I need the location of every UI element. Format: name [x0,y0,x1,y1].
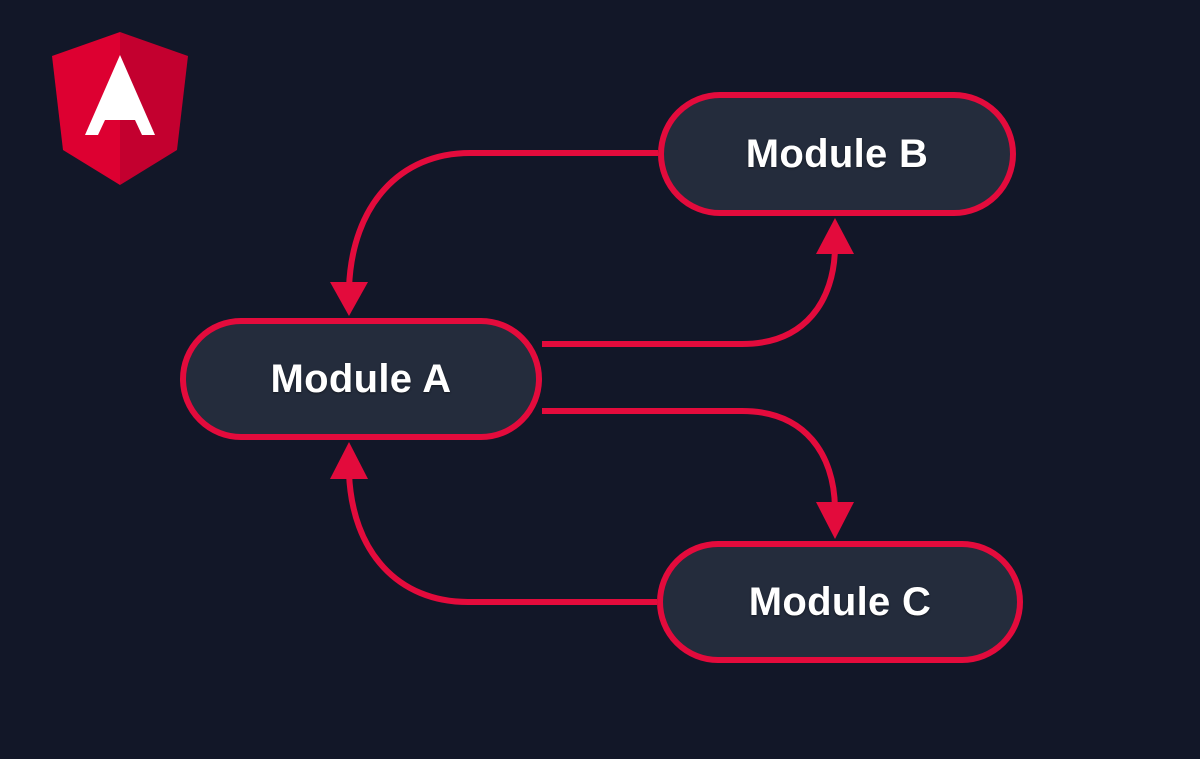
arrowhead-edge-a-to-b [816,218,854,254]
arrowheads-layer [330,218,854,539]
angular-letter-a [85,55,155,135]
arrowhead-edge-a-to-c [816,502,854,539]
nodes-layer [180,92,1023,663]
angular-logo [48,30,192,192]
edges-layer [346,150,838,605]
edge-module-a-to-module-b [542,247,838,347]
arrowhead-edge-c-to-a [330,442,368,479]
node-module-b[interactable] [658,92,1016,216]
edge-module-b-to-module-a [346,150,658,289]
arrowhead-edge-b-to-a [330,282,368,316]
node-module-a[interactable] [180,318,542,440]
edge-module-c-to-module-a [346,472,657,605]
angular-shield-right [120,32,188,185]
edge-module-a-to-module-c [542,408,838,509]
node-module-c[interactable] [657,541,1023,663]
angular-shield-left [52,32,120,185]
